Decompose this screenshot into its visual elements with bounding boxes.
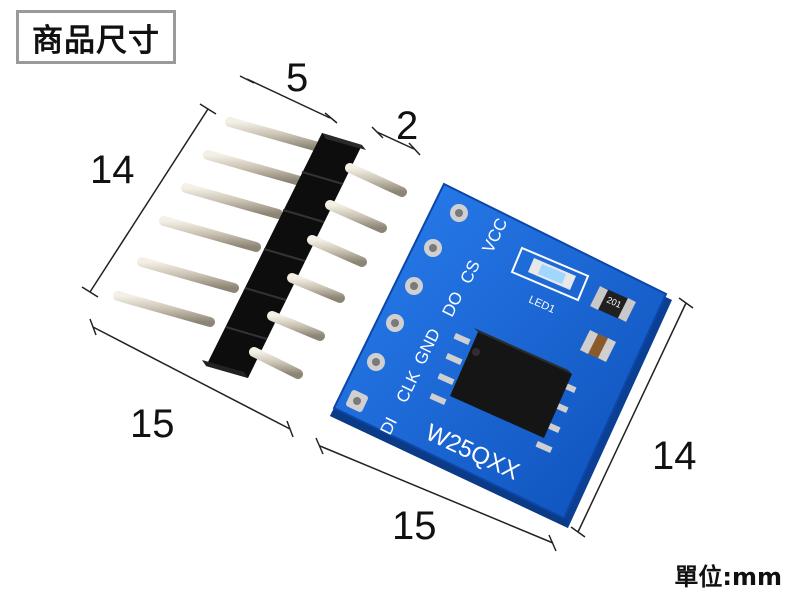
dim-board-width: 15 [392, 504, 437, 548]
board-pin-pads [346, 204, 468, 412]
dim-header-height: 14 [90, 148, 135, 192]
flash-module-board: DI CLK GND DO CS VCC LED1 201 [330, 182, 672, 528]
pin-header [113, 117, 407, 379]
header-pins-short [249, 163, 407, 379]
header-housing [202, 133, 366, 378]
header-dimension-lines [81, 75, 421, 438]
header-pins-long [113, 117, 327, 327]
resistor-component: 201 [590, 286, 636, 322]
page-title: 商品尺寸 [16, 10, 176, 64]
dim-header-pitch: 5 [286, 56, 309, 100]
dim-pin-gap: 2 [396, 104, 419, 148]
board-dimension-lines [315, 297, 694, 552]
dim-board-height: 14 [652, 434, 697, 478]
pin-label-di: DI [377, 414, 402, 438]
unit-label: 單位:mm [674, 563, 782, 591]
capacitor-component [580, 330, 616, 362]
dim-header-length: 15 [130, 402, 175, 446]
flash-chip [429, 328, 577, 453]
